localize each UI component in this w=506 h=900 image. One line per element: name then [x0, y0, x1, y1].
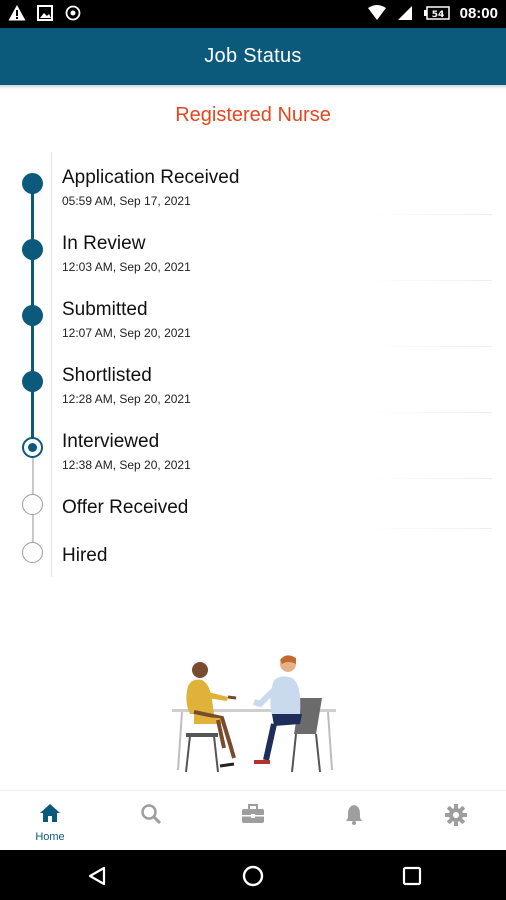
- nav-home-label: Home: [35, 831, 65, 843]
- timeline-divider: [51, 152, 52, 577]
- step-dot: [22, 305, 43, 326]
- step-label: Offer Received: [62, 497, 189, 518]
- signal-icon: [396, 4, 414, 22]
- step-date: 12:03 AM, Sep 20, 2021: [62, 260, 191, 274]
- interview-illustration: [170, 652, 340, 777]
- job-title: Registered Nurse: [175, 104, 331, 126]
- status-bar: 54 08:00: [0, 0, 506, 28]
- step-date: 12:38 AM, Sep 20, 2021: [62, 458, 191, 472]
- nav-settings[interactable]: [426, 803, 486, 832]
- bottom-navigation: Home: [0, 790, 506, 850]
- step-date: 12:28 AM, Sep 20, 2021: [62, 392, 191, 406]
- row-divider: [62, 280, 492, 281]
- nav-notifications[interactable]: [324, 803, 384, 830]
- location-icon: [64, 4, 82, 22]
- battery-icon: 54: [423, 4, 450, 22]
- step-date: 12:07 AM, Sep 20, 2021: [62, 326, 191, 340]
- back-icon[interactable]: [84, 863, 110, 889]
- system-navigation-bar: [0, 850, 506, 900]
- step-label: Interviewed: [62, 431, 160, 452]
- step-dot: [22, 239, 43, 260]
- row-divider: [62, 214, 492, 215]
- nav-search[interactable]: [121, 803, 181, 830]
- status-timeline: Application Received 05:59 AM, Sep 17, 2…: [0, 150, 506, 580]
- search-icon: [140, 803, 162, 830]
- image-icon: [36, 4, 54, 22]
- step-label: Hired: [62, 545, 108, 566]
- row-divider: [62, 528, 492, 529]
- warning-icon: [8, 4, 26, 22]
- page-title: Job Status: [204, 45, 302, 67]
- nav-jobs[interactable]: [223, 803, 283, 830]
- row-divider: [62, 478, 492, 479]
- step-dot: [22, 371, 43, 392]
- battery-level: 54: [431, 10, 444, 20]
- step-label: Application Received: [62, 167, 240, 188]
- step-label: Submitted: [62, 299, 148, 320]
- home-circle-icon[interactable]: [240, 863, 266, 889]
- step-dot-pending: [22, 542, 43, 563]
- app-bar-shadow: [0, 85, 506, 89]
- briefcase-icon: [241, 803, 265, 830]
- bell-icon: [344, 803, 364, 830]
- nav-home[interactable]: Home: [20, 803, 80, 843]
- status-time: 08:00: [459, 4, 498, 22]
- row-divider: [62, 346, 492, 347]
- recents-icon[interactable]: [399, 863, 425, 889]
- home-icon: [39, 803, 61, 828]
- step-dot-pending: [22, 494, 43, 515]
- row-divider: [62, 412, 492, 413]
- step-date: 05:59 AM, Sep 17, 2021: [62, 194, 191, 208]
- gear-icon: [444, 803, 468, 832]
- step-label: Shortlisted: [62, 365, 152, 386]
- wifi-icon: [367, 4, 386, 22]
- step-dot: [22, 173, 43, 194]
- app-bar: Job Status: [0, 28, 506, 85]
- step-dot-current: [22, 437, 43, 458]
- step-label: In Review: [62, 233, 146, 254]
